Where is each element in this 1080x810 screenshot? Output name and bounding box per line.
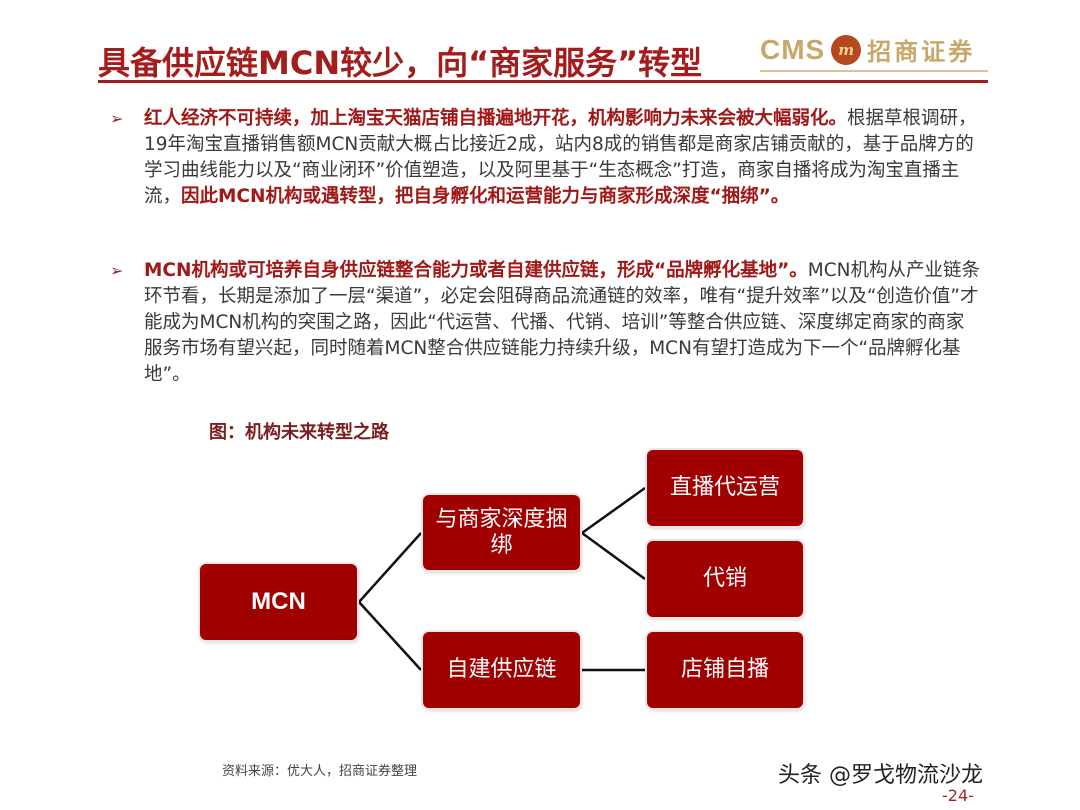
arrow-bullet-icon: ➢ bbox=[110, 261, 124, 280]
logo-latin: CMS bbox=[760, 33, 826, 65]
node-consignment: 代销 bbox=[647, 541, 803, 617]
title-divider bbox=[98, 80, 988, 83]
bullet-1-body: 根据草根调研，19年淘宝直播销售额MCN贡献大概占比接近2成，站内8成的销售都是… bbox=[144, 108, 977, 207]
node-store-self-broadcast: 店铺自播 bbox=[647, 632, 803, 708]
node-mcn: MCN bbox=[200, 564, 357, 640]
logo-chinese: 招商证券 bbox=[867, 37, 976, 66]
node-self-built-supply-chain: 自建供应链 bbox=[423, 632, 580, 708]
watermark: 头条 @罗戈物流沙龙 bbox=[778, 763, 983, 788]
page-number: -24- bbox=[942, 786, 974, 805]
connector-top-leaf2 bbox=[581, 531, 646, 581]
source-note: 资料来源：优大人，招商证券整理 bbox=[222, 764, 418, 779]
bullet-2-body: MCN机构从产业链条环节看，长期是添加了一层“渠道”，必定会阻碍商品流通链的效率… bbox=[144, 260, 981, 385]
cms-logo: CMS m 招商证券 bbox=[760, 32, 975, 67]
logo-badge-icon: m bbox=[831, 34, 862, 65]
arrow-bullet-icon: ➢ bbox=[110, 109, 124, 128]
bullet-1-highlight-b: 因此MCN机构或遇转型，把自身孵化和运营能力与商家形成深度“捆绑”。 bbox=[181, 186, 790, 207]
node-live-operation: 直播代运营 bbox=[647, 450, 803, 526]
connector-root-bottom bbox=[358, 601, 422, 671]
connector-root-top bbox=[358, 532, 422, 603]
figure-caption: 图：机构未来转型之路 bbox=[209, 422, 389, 443]
bullet-1-highlight-a: 红人经济不可持续，加上淘宝天猫店铺自播遍地开花，机构影响力未来会被大幅弱化。 bbox=[144, 108, 848, 129]
slide-title: 具备供应链MCN较少，向“商家服务”转型 bbox=[98, 44, 703, 82]
connector-top-leaf1 bbox=[581, 486, 646, 535]
bullet-point-2: ➢ MCN机构或可培养自身供应链整合能力或者自建供应链，形成“品牌孵化基地”。M… bbox=[110, 258, 980, 388]
bullet-1-text: 红人经济不可持续，加上淘宝天猫店铺自播遍地开花，机构影响力未来会被大幅弱化。根据… bbox=[110, 106, 980, 210]
bullet-2-text: MCN机构或可培养自身供应链整合能力或者自建供应链，形成“品牌孵化基地”。MCN… bbox=[110, 258, 980, 388]
bullet-point-1: ➢ 红人经济不可持续，加上淘宝天猫店铺自播遍地开花，机构影响力未来会被大幅弱化。… bbox=[110, 106, 980, 210]
logo-underline bbox=[760, 70, 988, 72]
bullet-2-highlight: MCN机构或可培养自身供应链整合能力或者自建供应链，形成“品牌孵化基地”。 bbox=[144, 260, 808, 281]
node-deep-binding: 与商家深度捆绑 bbox=[423, 495, 580, 570]
